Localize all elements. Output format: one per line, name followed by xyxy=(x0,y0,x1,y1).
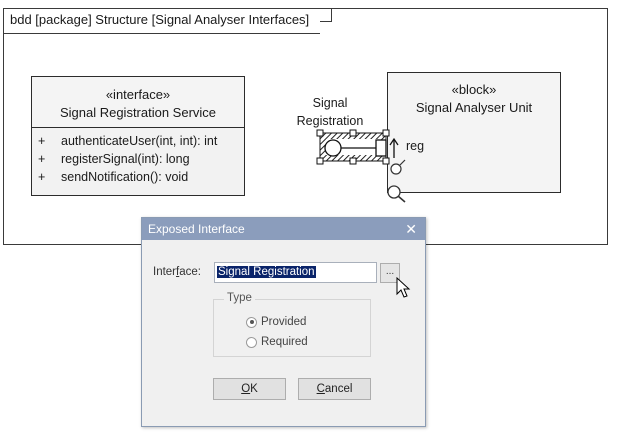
cancel-accelerator: C xyxy=(316,383,325,395)
operation-visibility: + xyxy=(38,134,46,148)
operation-row: + authenticateUser(int, int): int xyxy=(38,132,244,150)
browse-button[interactable]: ... xyxy=(380,263,400,283)
label-part: Inter xyxy=(153,266,177,278)
exposed-interface-label: Signal Registration xyxy=(288,94,372,130)
operation-row: + registerSignal(int): long xyxy=(38,150,244,168)
ok-accelerator: O xyxy=(241,383,251,395)
mouse-cursor-icon xyxy=(396,277,411,298)
interface-block[interactable]: «interface» Signal Registration Service … xyxy=(31,76,245,196)
type-group-title: Type xyxy=(224,292,255,304)
block-name: Signal Analyser Unit xyxy=(415,100,533,115)
radio-provided-label: Provided xyxy=(261,316,307,328)
label-accelerator: f xyxy=(176,266,180,278)
provided-interface-lollipop[interactable] xyxy=(324,139,387,157)
port-direction-arrow-icon xyxy=(389,137,399,158)
port-label-line2: Registration xyxy=(296,114,364,128)
interface-field-label: Interface: xyxy=(153,266,201,278)
port-label-line1: Signal xyxy=(312,96,348,110)
block-element[interactable]: «block» Signal Analyser Unit xyxy=(387,72,561,193)
close-icon[interactable]: ✕ xyxy=(405,221,417,237)
operation-signature: authenticateUser(int, int): int xyxy=(61,134,218,148)
magnifier-icon[interactable] xyxy=(387,185,406,203)
interface-name: Signal Registration Service xyxy=(59,105,217,120)
dialog-titlebar[interactable]: Exposed Interface ✕ xyxy=(142,218,425,240)
operation-row: + sendNotification(): void xyxy=(38,168,244,186)
dialog-title: Exposed Interface xyxy=(148,222,245,236)
ok-button[interactable]: OK xyxy=(213,378,286,400)
cancel-button[interactable]: Cancel xyxy=(298,378,371,400)
interface-input-value: Signal Registration xyxy=(217,266,316,278)
interface-stereotype: «interface» xyxy=(105,87,171,102)
radio-provided-indicator[interactable] xyxy=(246,316,257,328)
ok-label: K xyxy=(250,383,258,395)
radio-required[interactable]: Required xyxy=(246,336,308,348)
operation-visibility: + xyxy=(38,170,46,184)
connector-handle-icon[interactable] xyxy=(390,159,406,175)
interface-input[interactable]: Signal Registration xyxy=(214,262,377,283)
port-name-label: reg xyxy=(406,139,425,153)
type-groupbox: Type Provided Required xyxy=(213,292,371,357)
operation-signature: registerSignal(int): long xyxy=(61,152,190,166)
frame-title: bdd [package] Structure [Signal Analyser… xyxy=(4,9,333,34)
interface-header: «interface» Signal Registration Service xyxy=(32,77,244,128)
block-stereotype: «block» xyxy=(451,82,497,97)
radio-required-label: Required xyxy=(261,336,308,348)
exposed-interface-dialog: Exposed Interface ✕ Interface: Signal Re… xyxy=(141,217,426,427)
radio-provided[interactable]: Provided xyxy=(246,316,306,328)
operations-compartment: + authenticateUser(int, int): int + regi… xyxy=(32,128,244,186)
label-part: ace: xyxy=(179,266,201,278)
operation-visibility: + xyxy=(38,152,46,166)
operation-signature: sendNotification(): void xyxy=(61,170,189,184)
radio-required-indicator[interactable] xyxy=(246,336,257,348)
cancel-label: ancel xyxy=(324,383,353,395)
